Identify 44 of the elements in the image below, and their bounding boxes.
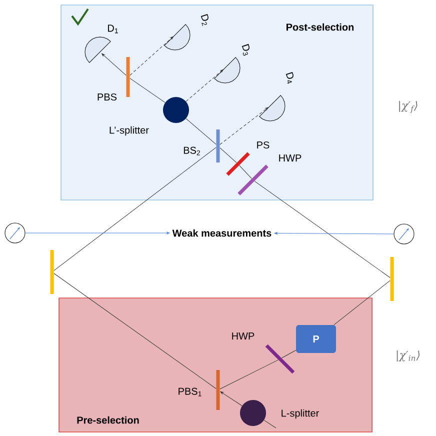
meter-icon xyxy=(4,222,26,244)
detector: D$_{4}$ xyxy=(259,72,294,122)
splitter: L-splitter xyxy=(240,400,319,426)
detector: D$_{3}$ xyxy=(214,44,250,84)
optical-element: HWP xyxy=(232,332,295,374)
mirror xyxy=(390,257,394,301)
node-label: D$_{1}$ xyxy=(108,24,118,34)
mirror xyxy=(50,250,54,294)
node-label: D$_{2}$ xyxy=(200,14,208,26)
state-label: |χ′$_{in}$⟩ xyxy=(396,350,420,362)
detector: D$_{2}$ xyxy=(164,14,208,50)
node-label: PS xyxy=(257,141,270,149)
optical-element: BS$_{2}$ xyxy=(184,130,220,162)
node-label: L-splitter xyxy=(282,409,320,419)
node-label: BS$_{2}$ xyxy=(184,146,200,156)
node-label: HWP xyxy=(232,332,254,340)
arrow xyxy=(130,36,174,76)
light-beam xyxy=(54,273,216,389)
arrow xyxy=(274,232,394,234)
node-label: D$_{4}$ xyxy=(286,72,294,84)
light-beam xyxy=(220,148,237,163)
polarizer-box: P xyxy=(296,325,336,353)
light-beam xyxy=(130,78,166,103)
meter-icon xyxy=(394,224,414,244)
heading: Weak measurements xyxy=(172,229,272,237)
light-beam xyxy=(54,147,216,271)
arrow xyxy=(186,69,224,102)
arrow xyxy=(220,391,242,406)
light-beam xyxy=(239,165,252,179)
arrow xyxy=(220,107,268,145)
arrow xyxy=(102,53,126,76)
node-label: L’-splitter xyxy=(110,126,149,136)
state-label: |χ′$_{f}$⟩ xyxy=(399,100,418,114)
light-beam xyxy=(220,360,278,390)
light-beam xyxy=(186,118,216,145)
node-label: D$_{3}$ xyxy=(242,44,250,56)
arrow xyxy=(25,232,170,234)
light-beam xyxy=(282,350,296,358)
node-label: PBS$_{1}$ xyxy=(178,388,202,396)
node-label: HWP xyxy=(279,154,302,162)
optical-element: PBS$_{1}$ xyxy=(178,370,220,410)
light-beam xyxy=(334,280,390,326)
light-beam xyxy=(254,180,390,278)
node-label: PBS xyxy=(98,93,117,101)
